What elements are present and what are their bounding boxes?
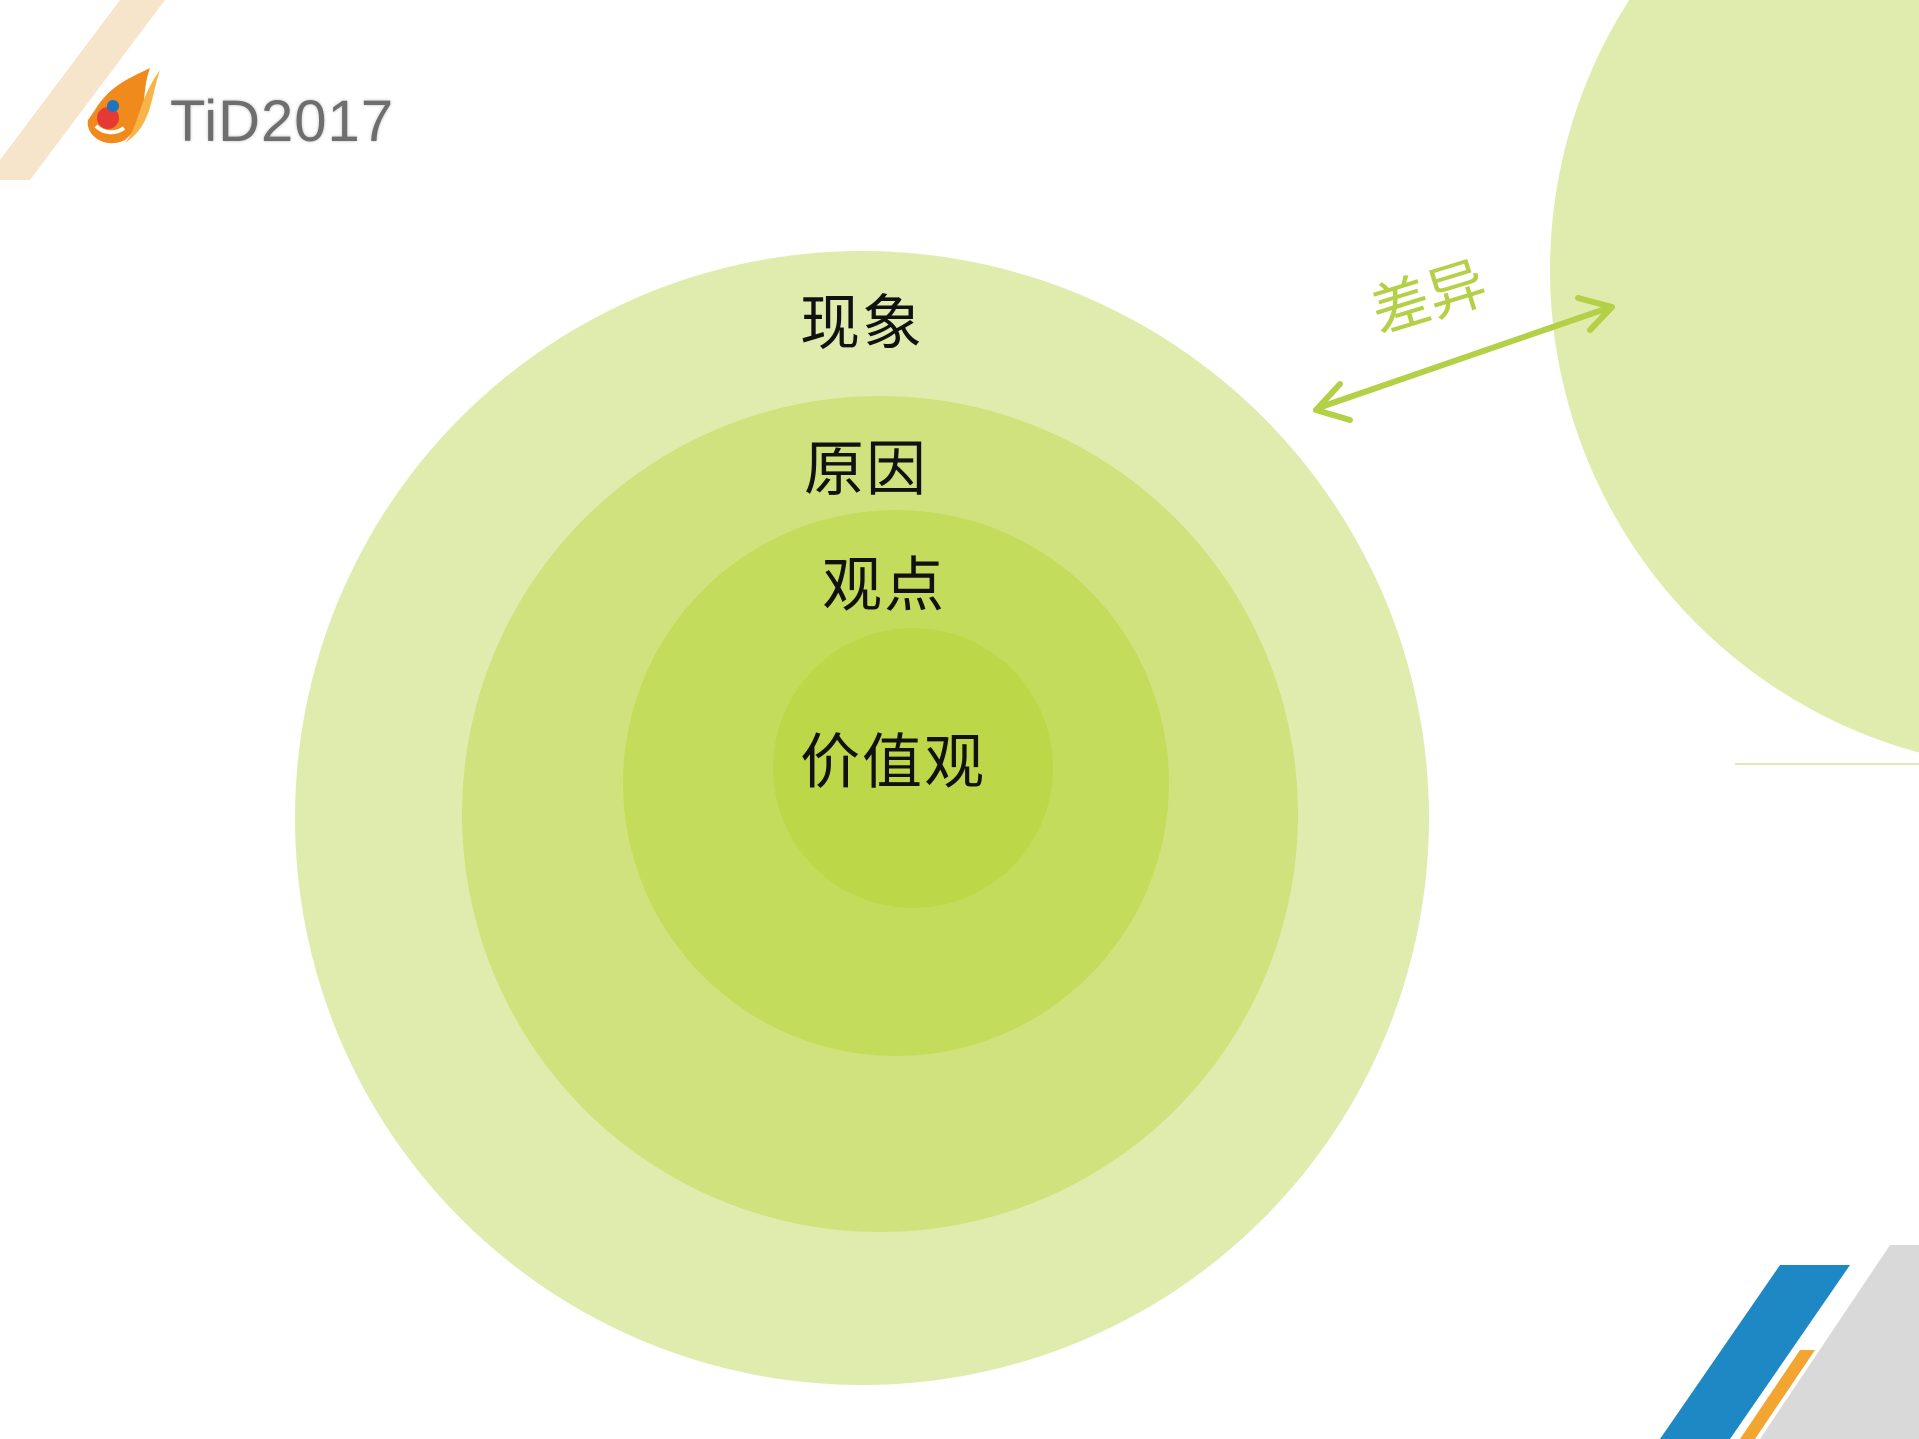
label-phenomenon: 现象 (800, 289, 924, 359)
blue-stripe (1660, 1265, 1850, 1439)
grey-stripe (1760, 1245, 1919, 1439)
orange-stripe (1740, 1350, 1815, 1439)
arrow-head-right-lower (1587, 304, 1615, 333)
logo-text: TiD2017 (170, 89, 395, 154)
arrow-head-right-upper (1575, 295, 1615, 310)
circle-values (773, 628, 1053, 908)
arrow-head-left-lower (1313, 407, 1353, 423)
label-cause: 原因 (804, 435, 928, 505)
comparison-circle (1550, 0, 1919, 753)
arrow-head-left-upper (1313, 381, 1343, 413)
label-values: 价值观 (800, 728, 986, 798)
double-arrow-shaft (1315, 305, 1611, 411)
label-viewpoint: 观点 (822, 551, 946, 621)
